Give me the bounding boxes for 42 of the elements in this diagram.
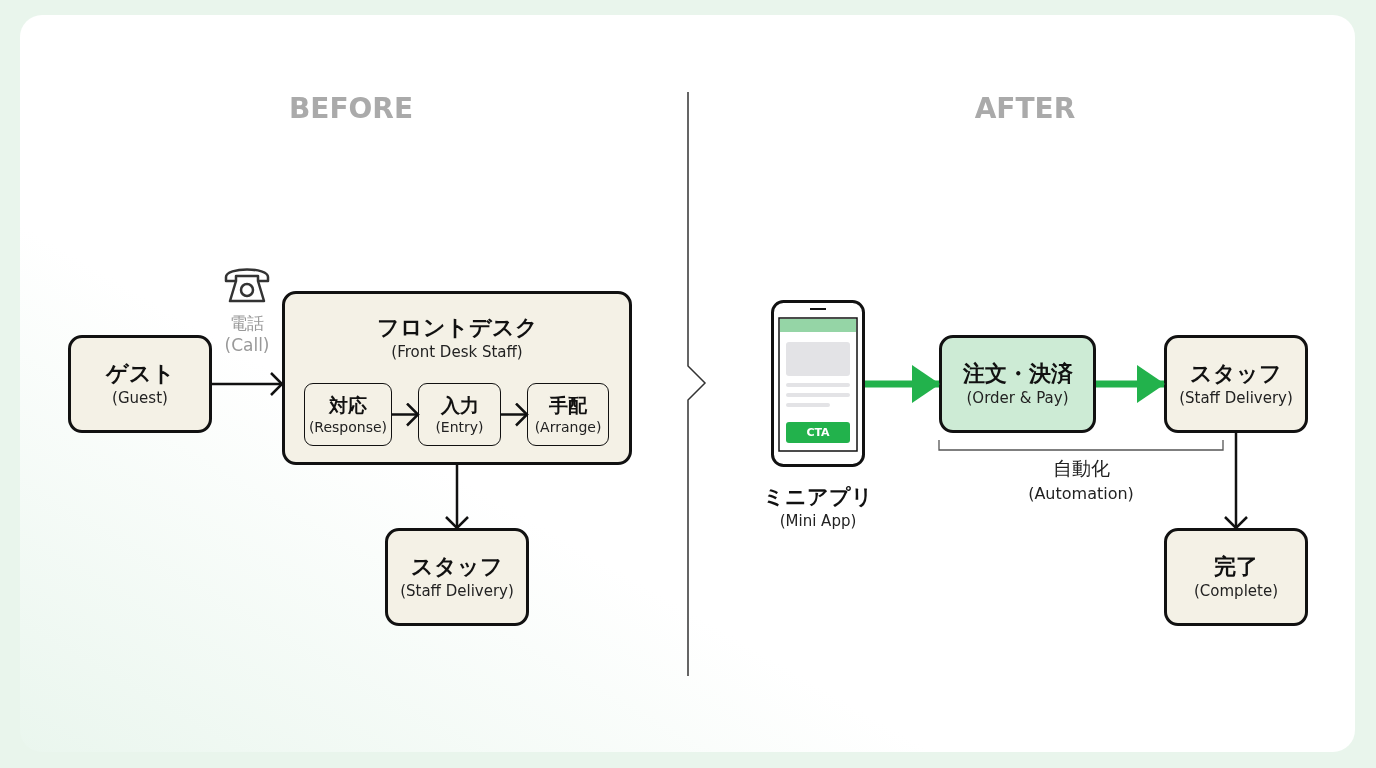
process-box	[68, 335, 212, 433]
node-title: スタッフ	[411, 552, 503, 581]
node-title: フロントデスク	[376, 314, 538, 342]
section-title: BEFORE	[288, 91, 414, 125]
node-subtitle: (Complete)	[1194, 581, 1278, 602]
node-title: 入力	[440, 393, 479, 418]
node-title: 完了	[1214, 552, 1258, 581]
arrow	[212, 371, 284, 397]
node-subtitle: (Arrange)	[534, 417, 602, 436]
process-box	[418, 383, 501, 446]
process-box	[1164, 528, 1308, 626]
node-title: スタッフ	[1190, 359, 1282, 388]
process-box	[939, 335, 1096, 433]
node-subtitle: (Order & Pay)	[966, 388, 1069, 409]
arrow	[501, 402, 529, 427]
process-box	[527, 383, 609, 446]
cta-button: CTA	[786, 422, 850, 443]
node-subtitle: (Staff Delivery)	[1179, 388, 1293, 409]
group-box	[282, 291, 632, 465]
node-subtitle: (Entry)	[435, 417, 484, 436]
arrow	[865, 365, 940, 403]
node-subtitle: (Response)	[308, 417, 388, 436]
node-subtitle: (Guest)	[112, 388, 168, 409]
arrow	[1096, 365, 1165, 403]
process-box	[1164, 335, 1308, 433]
arrow	[1223, 433, 1249, 530]
bracket-label: (Automation)	[1028, 483, 1134, 503]
arrow	[392, 402, 420, 427]
section-title: AFTER	[974, 91, 1076, 125]
edge-label: 電話 (Call)	[223, 312, 271, 357]
node-subtitle: (Staff Delivery)	[400, 581, 514, 602]
process-box	[304, 383, 392, 446]
app-subtitle: (Mini App)	[779, 512, 857, 530]
arrow	[444, 465, 470, 530]
bracket-label: 自動化	[1052, 456, 1110, 481]
node-subtitle: (Front Desk Staff)	[391, 342, 523, 363]
node-title: ゲスト	[105, 359, 175, 388]
process-box	[385, 528, 529, 626]
node-title: 対応	[329, 393, 367, 418]
app-name: ミニアプリ	[763, 484, 873, 511]
node-title: 注文・決済	[962, 359, 1073, 388]
node-title: 手配	[549, 393, 587, 418]
